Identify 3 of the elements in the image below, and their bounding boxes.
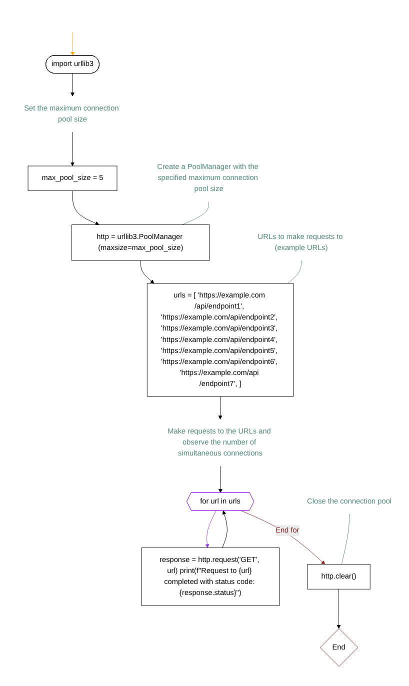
connector [287, 260, 302, 284]
connector [341, 514, 350, 565]
connector [182, 202, 210, 226]
